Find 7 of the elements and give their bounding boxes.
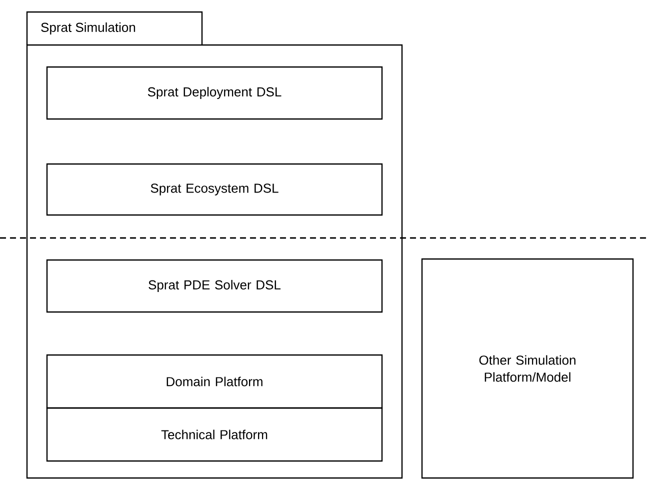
node-label: Sprat Simulation — [41, 22, 136, 35]
component-box: Sprat Ecosystem DSL — [46, 163, 383, 216]
component-box: Other Simulation Platform/Model — [421, 258, 634, 479]
component-box: Sprat PDE Solver DSL — [46, 259, 383, 313]
component-box: Technical Platform — [46, 407, 383, 462]
component-box: Domain Platform — [46, 354, 383, 409]
component-box: Sprat Deployment DSL — [46, 66, 383, 120]
